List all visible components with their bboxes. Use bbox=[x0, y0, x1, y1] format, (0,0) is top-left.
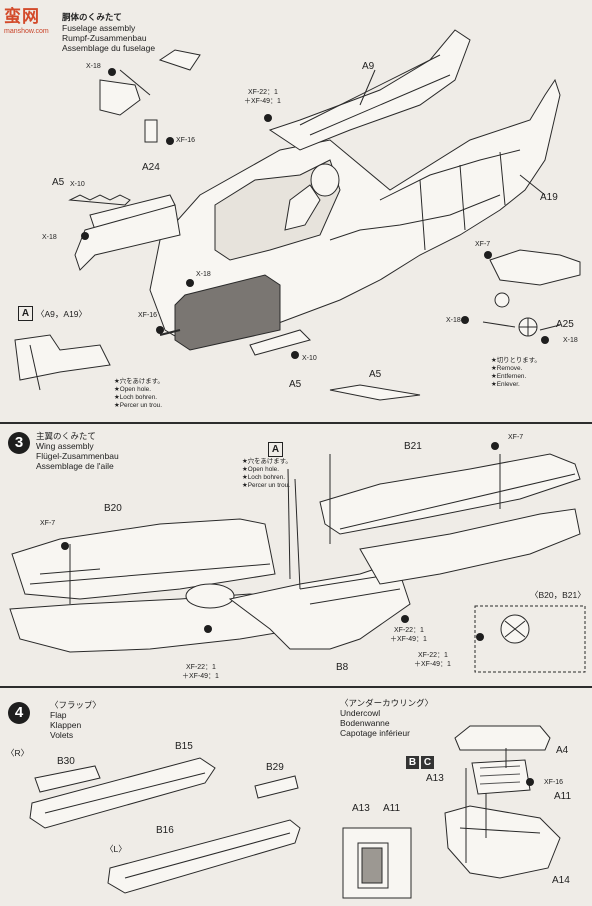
xf7-label-1: XF-7 bbox=[475, 241, 491, 248]
step3-wing-panel: 3 主翼のくみたて Wing assembly Flügel-Zusammenb… bbox=[0, 422, 592, 684]
xf49-label-1: ＋XF-49：1 bbox=[244, 98, 281, 105]
step2-title-lines: Fuselage assembly Rumpf-Zusammenbau Asse… bbox=[62, 23, 156, 53]
part-b30-label: B30 bbox=[57, 756, 75, 767]
part-b8-label: B8 bbox=[336, 662, 349, 673]
x10-label-2: X-10 bbox=[302, 355, 317, 362]
x18-label-5: X-18 bbox=[563, 337, 578, 344]
x10-label-1: X-10 bbox=[70, 181, 85, 188]
xf22-label-3: XF-22：1 bbox=[418, 652, 448, 659]
detail-a-ref: 〈A9，A19〉 bbox=[36, 309, 88, 319]
watermark-url: manshow.com bbox=[4, 28, 49, 35]
part-a5-label-2: A5 bbox=[289, 379, 302, 390]
xf16-label-3: XF-16 bbox=[544, 779, 564, 786]
part-a13-label-2: A13 bbox=[352, 803, 370, 814]
box-c-label: C bbox=[421, 756, 434, 769]
wing-drawing bbox=[9, 442, 586, 673]
part-b21-label: B21 bbox=[404, 441, 422, 452]
detail-a-box: A bbox=[18, 306, 33, 321]
part-a4-label: A4 bbox=[556, 745, 569, 756]
x18-label-2: X-18 bbox=[42, 234, 57, 241]
box-b-label: B bbox=[406, 756, 419, 769]
watermark-logo: 蛮网 manshow.com bbox=[4, 2, 76, 36]
step3-detail-a-note: ★穴をあけます。 ★Open hole. ★Loch bohren. ★Perc… bbox=[242, 458, 292, 489]
part-a11-label-2: A11 bbox=[383, 803, 401, 814]
step4-flap-undercowl-panel: 4 〈フラップ〉 Flap Klappen Volets 〈アンダーカウリング〉… bbox=[0, 686, 592, 904]
part-a19-label: A19 bbox=[540, 192, 558, 203]
side-l-label: 〈L〉 bbox=[105, 844, 127, 854]
part-b16-label: B16 bbox=[156, 825, 174, 836]
undercowl-title-lines: 〈アンダーカウリング〉 Undercowl Bodenwanne Capotag… bbox=[340, 698, 434, 738]
remove-note: ★切りとります。 ★Remove. ★Entfernen. ★Enlever. bbox=[491, 357, 541, 388]
part-a9-label: A9 bbox=[362, 61, 375, 72]
fuselage-drawing bbox=[14, 29, 581, 401]
part-a5-label-3: A5 bbox=[369, 369, 382, 380]
inset-ref: 〈B20，B21〉 bbox=[530, 590, 586, 600]
step2-title-jp: 胴体のくみたて bbox=[62, 12, 122, 22]
watermark-title: 蛮网 bbox=[4, 7, 40, 26]
part-b15-label: B15 bbox=[175, 741, 193, 752]
part-b20-label: B20 bbox=[104, 503, 122, 514]
part-b29-label: B29 bbox=[266, 762, 284, 773]
part-a13-label-1: A13 bbox=[426, 773, 444, 784]
xf22-label-1: XF-22：1 bbox=[248, 89, 278, 96]
part-a24-label: A24 bbox=[142, 162, 160, 173]
step3-number: 3 bbox=[8, 432, 30, 454]
part-a14-label: A14 bbox=[552, 875, 570, 886]
part-a11-label-1: A11 bbox=[554, 791, 572, 802]
flap-title-lines: 〈フラップ〉 Flap Klappen Volets bbox=[50, 700, 102, 740]
xf22-label-4: XF-22：1 bbox=[186, 664, 216, 671]
step2-fuselage-panel: 蛮网 manshow.com 胴体のくみたて Fuselage assembly… bbox=[0, 0, 592, 420]
part-a5-label-1: A5 bbox=[52, 177, 65, 188]
xf7-label-3: XF-7 bbox=[40, 520, 56, 527]
xf16-label-1: XF-16 bbox=[176, 137, 196, 144]
x18-label-1: X-18 bbox=[86, 63, 101, 70]
x18-label-3: X-18 bbox=[196, 271, 211, 278]
detail-a-note: ★穴をあけます。 ★Open hole. ★Loch bohren. ★Perc… bbox=[114, 378, 164, 409]
step3-detail-a-box: A bbox=[268, 442, 283, 457]
xf49-label-3: ＋XF-49：1 bbox=[414, 661, 451, 668]
xf49-label-4: ＋XF-49：1 bbox=[182, 673, 219, 680]
step4-number: 4 bbox=[8, 702, 30, 724]
part-a25-label: A25 bbox=[556, 319, 574, 330]
xf16-label-2: XF-16 bbox=[138, 312, 158, 319]
flap-drawing bbox=[29, 725, 561, 899]
step3-title-lines: 主翼のくみたて Wing assembly Flügel-Zusammenbau… bbox=[36, 431, 119, 471]
x18-label-4: X-18 bbox=[446, 317, 461, 324]
xf49-label-2: ＋XF-49：1 bbox=[390, 636, 427, 643]
xf22-label-2: XF-22：1 bbox=[394, 627, 424, 634]
xf7-label-2: XF-7 bbox=[508, 434, 524, 441]
side-r-label: 〈R〉 bbox=[6, 748, 30, 758]
